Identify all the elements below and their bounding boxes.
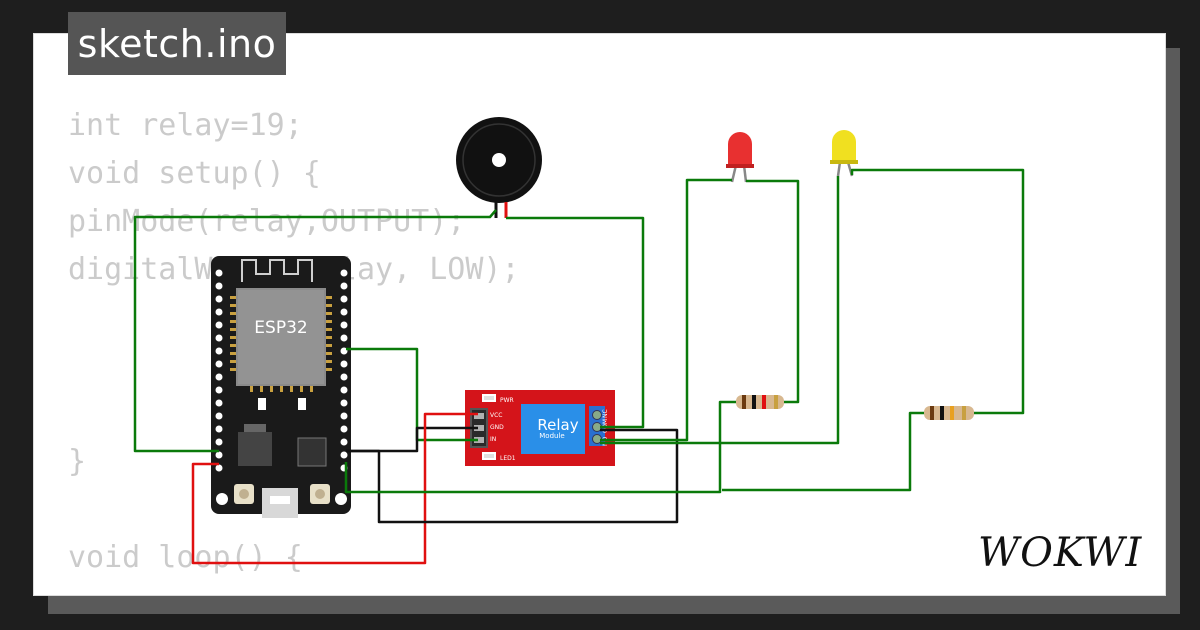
relay-pin-in: IN: [490, 436, 496, 443]
code-line: }: [68, 444, 87, 479]
relay-pin-gnd: GND: [490, 424, 504, 431]
code-line: int relay=19;: [68, 108, 303, 143]
esp32-board[interactable]: ESP32: [211, 256, 351, 518]
wires: [133, 168, 1025, 565]
code-line: void loop() {: [68, 540, 303, 575]
relay-subtitle: Module: [539, 432, 564, 440]
wire-green[interactable]: [600, 178, 732, 442]
relay-terminal-no: NO: [602, 437, 609, 446]
wokwi-logo: WOKWI: [978, 530, 1142, 576]
relay-led-label: LED1: [500, 455, 516, 462]
relay-pwr-label: PWR: [500, 397, 514, 404]
wire-black[interactable]: [346, 428, 679, 524]
esp32-chip-label: ESP32: [254, 318, 307, 338]
code-line: void setup() {: [68, 156, 321, 191]
led-red-icon[interactable]: [726, 132, 754, 183]
relay-module[interactable]: PWR VCC GND IN Relay Module LED1 NO COM …: [465, 390, 615, 466]
wire-green[interactable]: [746, 179, 800, 404]
relay-terminal-nc: NC: [602, 409, 609, 418]
code-editor: int relay=19;void setup() {pinMode(relay…: [68, 102, 520, 582]
usb-port-icon: [262, 488, 298, 518]
wire-green[interactable]: [133, 209, 497, 453]
wifi-antenna-icon: [241, 259, 313, 282]
buzzer-icon[interactable]: [456, 117, 542, 218]
file-tab[interactable]: sketch.ino: [68, 12, 286, 75]
relay-title: Relay: [537, 416, 578, 434]
wire-green[interactable]: [344, 400, 736, 494]
wire-red[interactable]: [191, 412, 478, 565]
wire-black[interactable]: [346, 426, 478, 453]
wire-green[interactable]: [600, 176, 840, 445]
wire-green[interactable]: [506, 216, 645, 429]
wire-green[interactable]: [346, 347, 478, 442]
wire-green[interactable]: [850, 168, 1025, 415]
wire-green[interactable]: [722, 411, 924, 492]
svg-text:WOKWI: WOKWI: [978, 530, 1142, 576]
relay-pin-vcc: VCC: [490, 412, 502, 419]
